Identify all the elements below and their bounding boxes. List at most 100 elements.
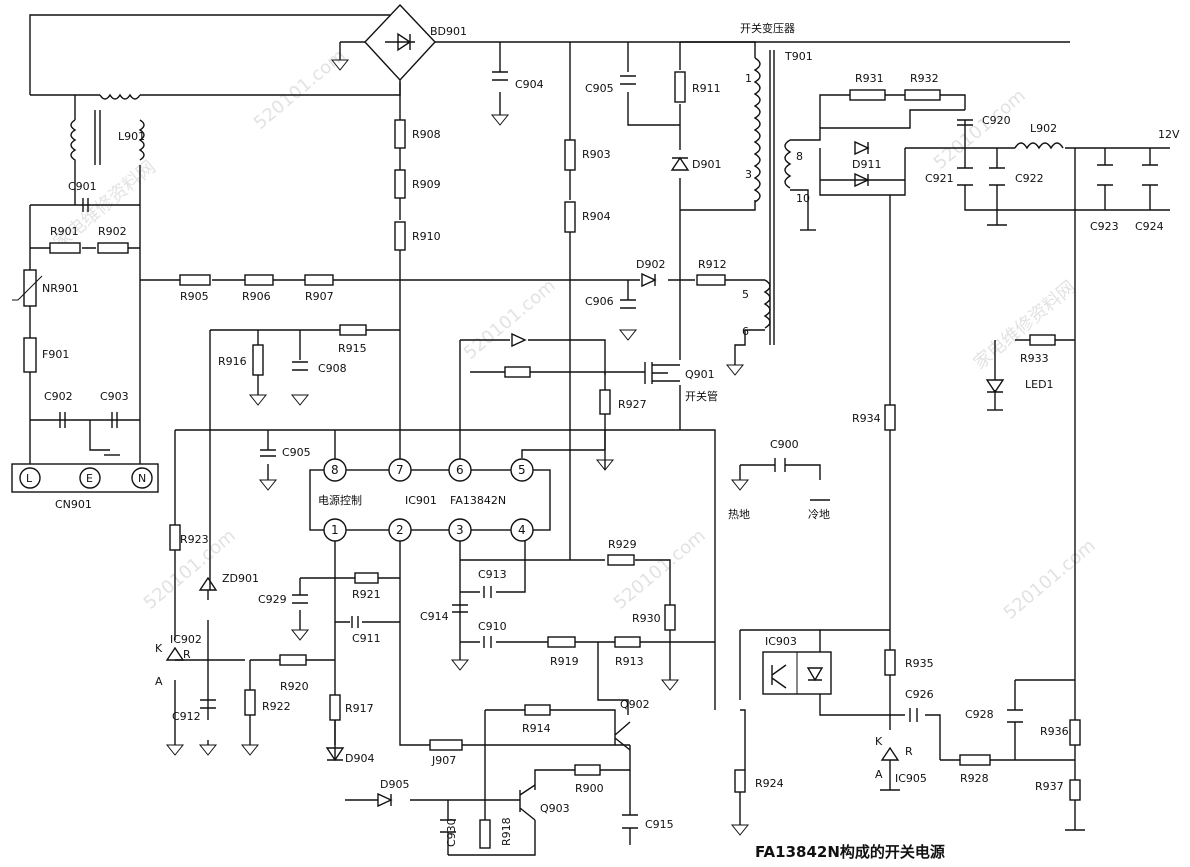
label-q901: Q901	[685, 368, 715, 381]
capacitor-c912	[200, 699, 216, 709]
resistor-r927	[599, 389, 611, 415]
label-zd901: ZD901	[222, 572, 259, 585]
label-winding-1: 1	[745, 72, 752, 85]
label-c900: C900	[770, 438, 799, 451]
label-r914: R914	[522, 722, 551, 735]
led-led1	[985, 379, 1005, 394]
label-r903: R903	[582, 148, 611, 161]
label-r911: R911	[692, 82, 721, 95]
components	[11, 3, 1158, 849]
label-r907: R907	[305, 290, 334, 303]
label-r904: R904	[582, 210, 611, 223]
label-c905-bottom: C905	[282, 446, 311, 459]
resistor-r911	[674, 71, 686, 103]
resistor-r937	[1069, 779, 1081, 801]
label-c926: C926	[905, 688, 934, 701]
label-r921: R921	[352, 588, 381, 601]
label-nr901: NR901	[42, 282, 79, 295]
label-r935: R935	[905, 657, 934, 670]
thermistor-nr901	[12, 269, 43, 307]
label-r910: R910	[412, 230, 441, 243]
label-f901: F901	[42, 348, 69, 361]
capacitor-c924	[1142, 164, 1158, 186]
capacitor-c910	[483, 636, 492, 648]
capacitor-c929	[292, 594, 308, 604]
label-r918: R918	[500, 817, 513, 846]
label-c912: C912	[172, 710, 201, 723]
label-r912: R912	[698, 258, 727, 271]
label-r932: R932	[910, 72, 939, 85]
diagram-caption: FA13842N构成的开关电源	[755, 843, 945, 861]
ground-symbol	[258, 479, 278, 491]
label-r937: R937	[1035, 780, 1064, 793]
hot-ground-symbol	[730, 479, 750, 491]
capacitor-c914	[452, 604, 468, 613]
capacitor-c905	[620, 75, 636, 85]
label-r933: R933	[1020, 352, 1049, 365]
regulator-ic905	[880, 746, 900, 761]
label-c923: C923	[1090, 220, 1119, 233]
watermark-text: 520101.com	[930, 85, 1030, 174]
resistor-r900	[574, 764, 601, 776]
watermark-text: 520101.com	[250, 45, 350, 134]
label-c914: C914	[420, 610, 449, 623]
capacitor-c926	[909, 708, 918, 722]
ic-pin-2: 2	[396, 523, 404, 537]
label-k-ic902: K	[155, 642, 163, 655]
label-c915: C915	[645, 818, 674, 831]
resistor-r910	[394, 221, 406, 251]
resistor-r912	[696, 274, 726, 286]
capacitor-c930	[440, 819, 456, 833]
ic-pin-7: 7	[396, 463, 404, 477]
ground-symbol	[730, 824, 750, 836]
ic-name-cn: 电源控制	[318, 493, 362, 507]
resistor-r904	[564, 201, 576, 233]
capacitor-c913	[483, 586, 492, 598]
label-r936: R936	[1040, 725, 1069, 738]
resistor-r902	[97, 242, 129, 254]
resistor-r903	[564, 139, 576, 171]
resistor-r922	[244, 689, 256, 716]
resistor-r913	[614, 636, 641, 648]
diode	[511, 332, 527, 348]
label-cold-ground: 冷地	[808, 508, 830, 521]
transistor-q902	[614, 721, 631, 751]
capacitor-c915	[622, 814, 638, 829]
resistor-r929	[607, 554, 635, 566]
label-ic905: IC905	[895, 772, 927, 785]
label-d911: D911	[852, 158, 881, 171]
label-c911: C911	[352, 632, 381, 645]
label-k-ic905: K	[875, 735, 883, 748]
transformer-t901	[753, 50, 792, 345]
label-d902: D902	[636, 258, 665, 271]
label-c903: C903	[100, 390, 129, 403]
diode-d911	[820, 140, 905, 188]
ground-symbol	[240, 744, 260, 756]
fuse-f901	[23, 337, 37, 373]
label-r931: R931	[855, 72, 884, 85]
optocoupler-ic903	[762, 651, 832, 695]
label-l901: L901	[118, 130, 145, 143]
resistor-r908	[394, 119, 406, 149]
label-12v: 12V	[1158, 128, 1180, 141]
label-cn901: CN901	[55, 498, 92, 511]
label-r927: R927	[618, 398, 647, 411]
ic-ref: IC901	[405, 494, 437, 507]
resistor-r909	[394, 169, 406, 199]
label-r906: R906	[242, 290, 271, 303]
label-c910: C910	[478, 620, 507, 633]
resistor-r919	[547, 636, 576, 648]
label-c906: C906	[585, 295, 614, 308]
label-winding-6: 6	[742, 325, 749, 338]
label-j907: J907	[431, 754, 456, 767]
ground-symbol	[595, 459, 615, 471]
resistor-r906	[244, 274, 274, 286]
mosfet-q901	[644, 362, 680, 384]
label-r917: R917	[345, 702, 374, 715]
label-r909: R909	[412, 178, 441, 191]
ic-pin-6: 6	[456, 463, 464, 477]
label-r916: R916	[218, 355, 247, 368]
ground-symbol	[618, 329, 638, 341]
label-hot-ground: 热地	[728, 508, 750, 521]
